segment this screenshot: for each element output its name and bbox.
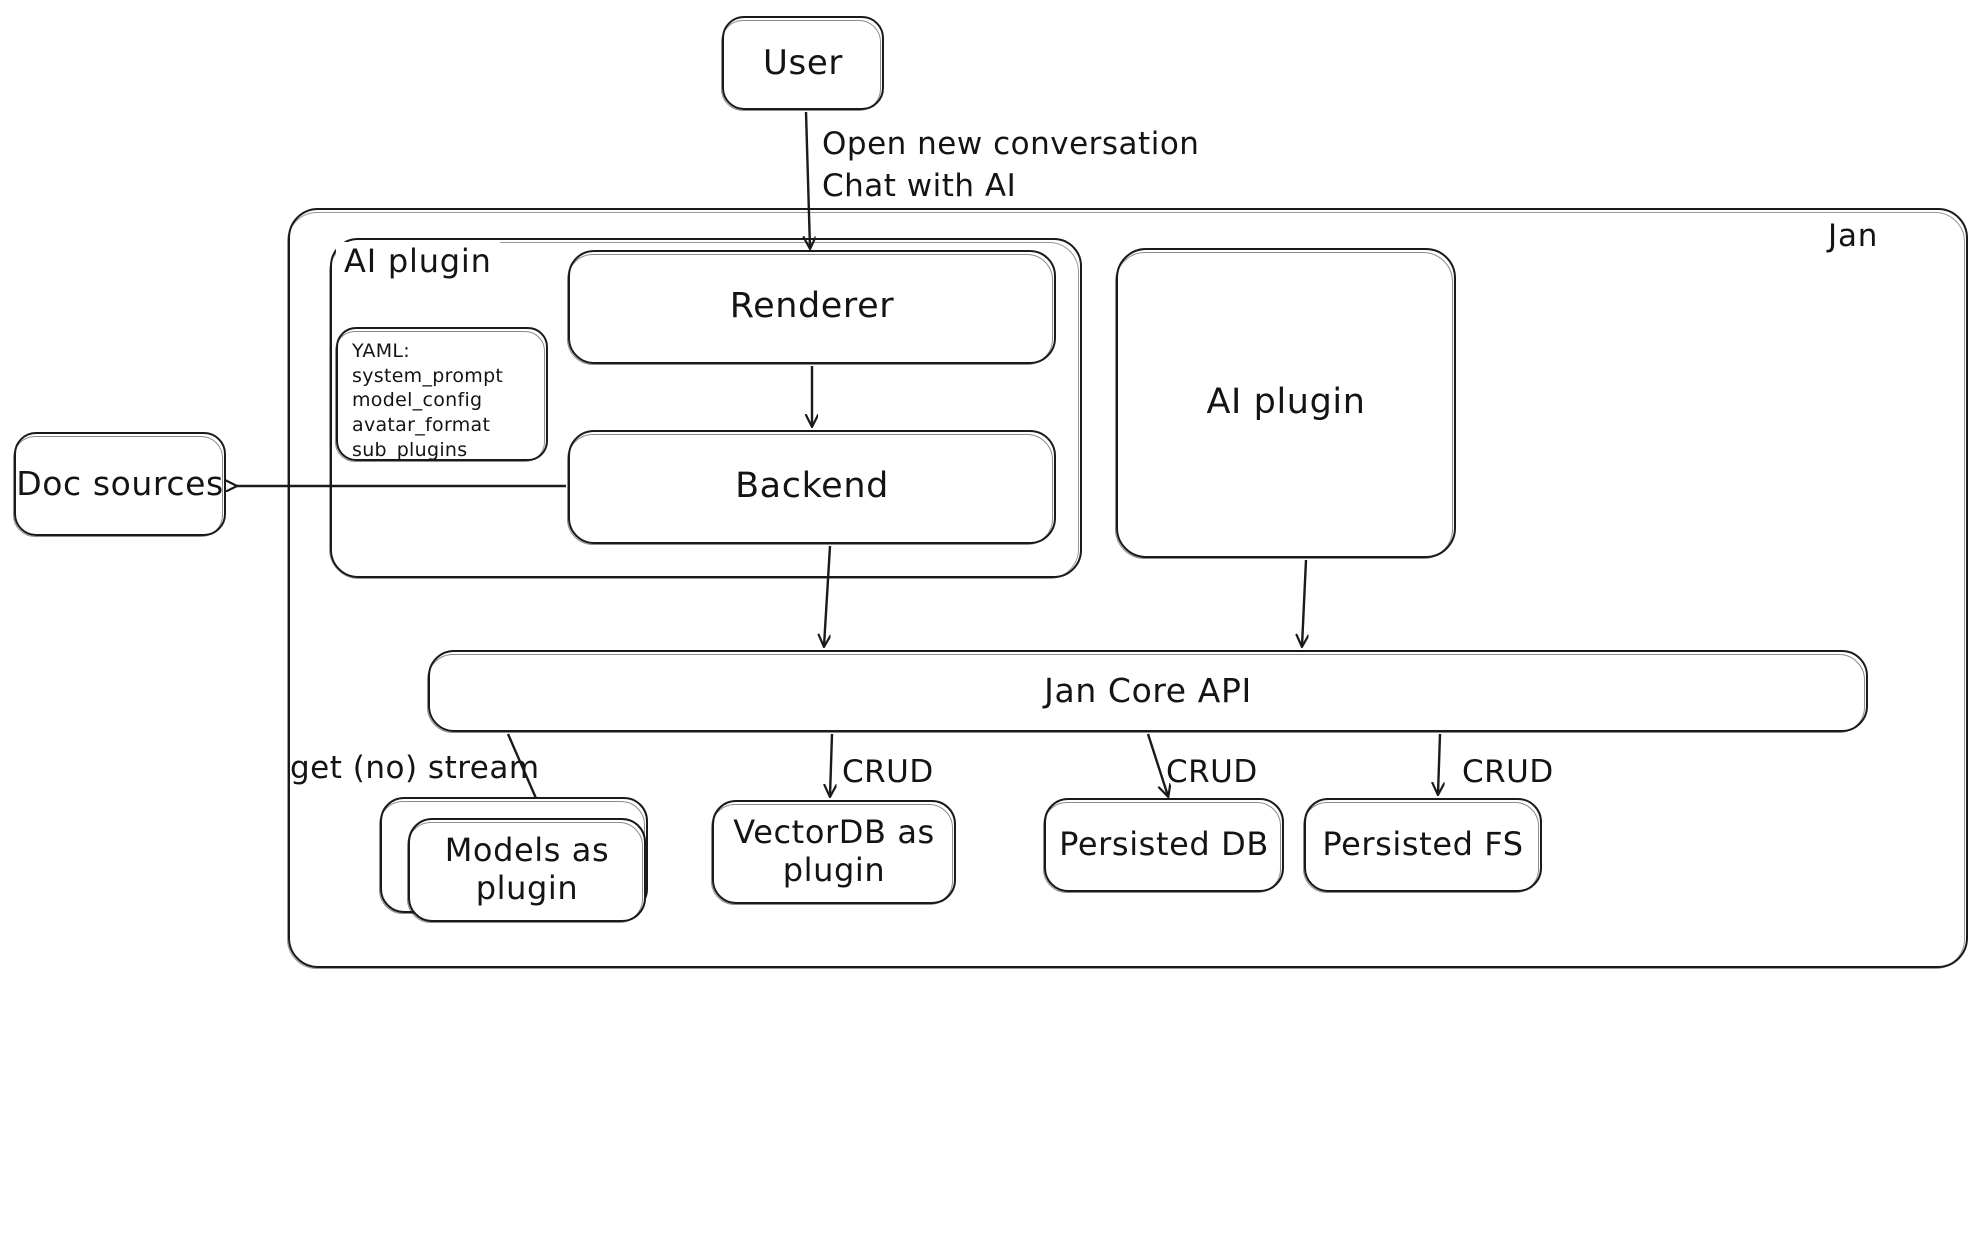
node-yaml-config-text: YAML: system_prompt model_config avatar_… bbox=[352, 340, 504, 461]
edge-label-user-to-renderer: Open new conversation Chat with AI bbox=[822, 126, 1200, 204]
edge-label-crud-vectordb: CRUD bbox=[842, 754, 934, 790]
node-user[interactable]: User bbox=[721, 16, 884, 111]
node-persisted-db[interactable]: Persisted DB bbox=[1043, 798, 1284, 893]
node-vectordb-as-plugin[interactable]: VectorDB as plugin bbox=[711, 800, 956, 905]
container-jan-label: Jan bbox=[1820, 218, 1887, 254]
node-persisted-db-label: Persisted DB bbox=[1059, 825, 1269, 864]
node-backend[interactable]: Backend bbox=[567, 430, 1056, 545]
node-vectordb-as-plugin-label: VectorDB as plugin bbox=[733, 813, 935, 889]
node-doc-sources-label: Doc sources bbox=[16, 463, 224, 503]
node-yaml-config[interactable]: YAML: system_prompt model_config avatar_… bbox=[335, 327, 548, 462]
node-persisted-fs[interactable]: Persisted FS bbox=[1303, 798, 1542, 893]
node-renderer[interactable]: Renderer bbox=[567, 250, 1056, 365]
edge-label-crud-persisted-fs: CRUD bbox=[1462, 754, 1554, 790]
container-ai-plugin-label: AI plugin bbox=[336, 242, 500, 280]
node-ai-plugin-label: AI plugin bbox=[1206, 382, 1366, 423]
container-ai-plugin bbox=[329, 238, 1082, 579]
node-user-label: User bbox=[763, 42, 843, 83]
edge-label-crud-persisted-db: CRUD bbox=[1166, 754, 1258, 790]
node-models-as-plugin-label: Models as plugin bbox=[444, 831, 610, 907]
node-doc-sources[interactable]: Doc sources bbox=[13, 432, 226, 537]
node-ai-plugin[interactable]: AI plugin bbox=[1115, 248, 1456, 559]
node-persisted-fs-label: Persisted FS bbox=[1322, 825, 1524, 864]
node-models-as-plugin[interactable]: Models as plugin bbox=[407, 818, 646, 923]
container-jan bbox=[287, 208, 1968, 969]
edge-label-get-no-stream: get (no) stream bbox=[290, 750, 540, 786]
node-backend-label: Backend bbox=[735, 466, 889, 507]
node-renderer-label: Renderer bbox=[729, 286, 895, 327]
node-jan-core-api-label: Jan Core API bbox=[1044, 670, 1252, 710]
node-jan-core-api[interactable]: Jan Core API bbox=[427, 650, 1868, 733]
